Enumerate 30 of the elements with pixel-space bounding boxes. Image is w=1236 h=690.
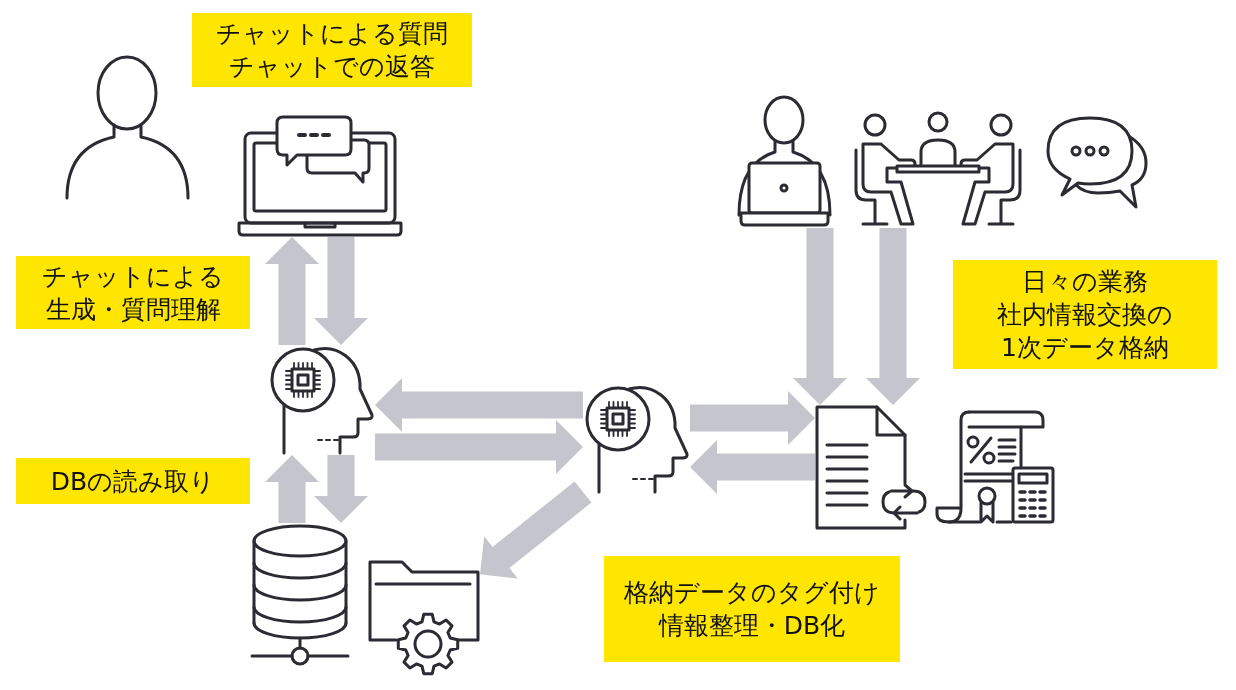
person-laptop-icon — [737, 95, 832, 228]
arrow — [265, 455, 319, 523]
meeting-icon — [853, 112, 1023, 228]
arrow — [866, 228, 920, 405]
arrow — [690, 391, 815, 445]
arrow — [793, 228, 847, 405]
note-text: 情報整理・DB化 — [658, 610, 846, 642]
highlight-panel — [192, 13, 472, 87]
arrow — [375, 420, 583, 474]
highlight-panel — [953, 260, 1217, 369]
arrow — [375, 378, 583, 432]
highlight-panel — [16, 256, 250, 329]
arrow — [690, 440, 815, 494]
arrow — [265, 237, 319, 345]
arrow — [314, 237, 368, 345]
ai-head-icon — [268, 345, 375, 455]
note-text: 日々の業務 — [1021, 266, 1149, 298]
note-text: DBの読み取り — [50, 465, 216, 498]
highlight-panel — [604, 556, 900, 662]
note-text: 社内情報交換の1次データ格納 — [996, 299, 1174, 364]
highlight-panel — [16, 458, 250, 504]
note-text: チャットでの返答 — [229, 51, 435, 83]
laptop-chat-icon — [237, 115, 403, 237]
note-text: チャットによる生成・質問理解 — [42, 260, 224, 326]
ai-head-icon — [583, 384, 690, 492]
note-text: 格納データのタグ付け — [624, 577, 880, 609]
certificate-calculator-icon — [935, 410, 1057, 525]
person-icon — [65, 55, 190, 200]
folder-gear-icon — [368, 560, 480, 678]
note-text: チャットによる質問 — [216, 18, 448, 50]
